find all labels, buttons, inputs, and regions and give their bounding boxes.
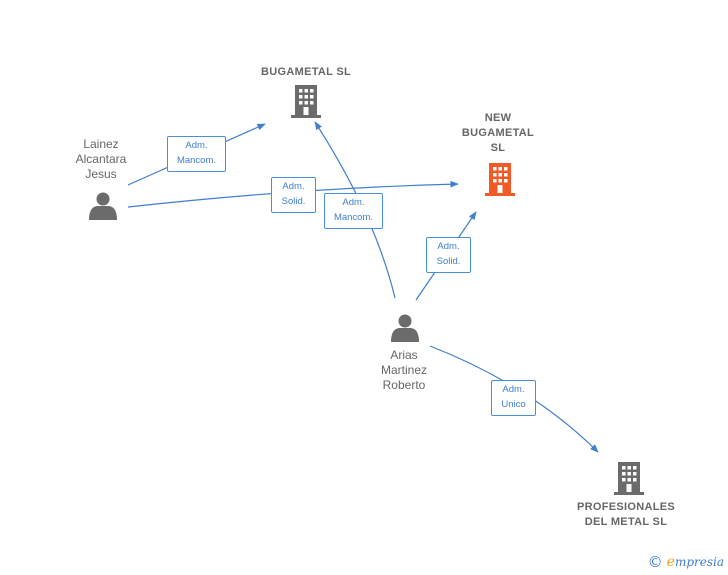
edge-badge-adm-mancom[interactable]: Adm. Mancom. <box>324 193 383 229</box>
person-name-line: Lainez <box>83 137 119 151</box>
edge-badge-line: Adm. <box>342 197 365 208</box>
person-name-line: Roberto <box>382 378 426 392</box>
edge-badge-line: Adm. <box>185 140 208 151</box>
company-name-line: BUGAMETAL SL <box>261 66 351 78</box>
edge-badge-line: Adm. <box>282 181 305 192</box>
building-icon-highlighted <box>485 163 515 196</box>
person-name-line: Martinez <box>380 363 427 377</box>
edge-badge-line: Solid. <box>436 256 461 267</box>
person-icon <box>89 192 117 220</box>
edge-badge-line: Mancom. <box>176 155 217 166</box>
footer-brand[interactable]: © empresia <box>648 553 724 571</box>
company-name-line: NEW <box>484 112 512 124</box>
edge-badge-adm-unico[interactable]: Adm. Unico <box>491 380 536 416</box>
building-icon <box>614 462 644 495</box>
edge-badge-adm-solid[interactable]: Adm. Solid. <box>271 177 316 213</box>
person-name-line: Alcantara <box>75 152 127 166</box>
company-label-new-bugametal[interactable]: NEW BUGAMETAL SL <box>443 111 553 156</box>
edge-badge-line: Mancom. <box>333 212 374 223</box>
edge-badge-line: Adm. <box>502 384 525 395</box>
company-label-profesionales[interactable]: PROFESIONALES DEL METAL SL <box>566 500 686 530</box>
brand-initial: e <box>666 554 675 570</box>
edge-badge-line: Unico <box>501 399 526 410</box>
brand-rest: mpresia <box>674 555 724 569</box>
edge-badge-adm-mancom[interactable]: Adm. Mancom. <box>167 136 226 172</box>
edge-badge-adm-solid[interactable]: Adm. Solid. <box>426 237 471 273</box>
building-icon <box>291 85 321 118</box>
edge-badge-line: Adm. <box>437 241 460 252</box>
brand-logo: empresia <box>667 554 724 570</box>
copyright-icon: © <box>647 553 663 571</box>
company-name-line: BUGAMETAL <box>461 127 535 139</box>
company-name-line: DEL METAL SL <box>584 516 668 528</box>
person-name-line: Jesus <box>85 167 117 181</box>
person-icon <box>391 314 419 342</box>
person-label-lainez[interactable]: Lainez Alcantara Jesus <box>55 137 147 182</box>
person-name-line: Arias <box>390 348 418 362</box>
person-label-arias[interactable]: Arias Martinez Roberto <box>358 348 450 393</box>
company-name-line: SL <box>490 142 506 154</box>
edge-badge-line: Solid. <box>281 196 306 207</box>
company-name-line: PROFESIONALES <box>576 501 676 513</box>
company-label-bugametal[interactable]: BUGAMETAL SL <box>236 65 376 80</box>
